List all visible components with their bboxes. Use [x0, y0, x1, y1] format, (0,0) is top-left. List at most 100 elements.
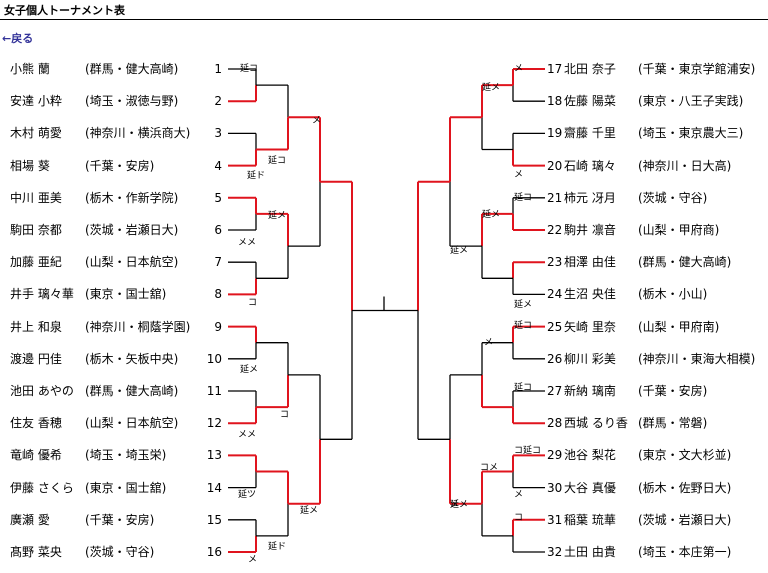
- player-team: (埼玉・東京農大三): [638, 126, 744, 141]
- player-name: 竜崎 優希: [10, 448, 62, 463]
- score-mark: コ延コ: [514, 446, 542, 456]
- player-name: 加藤 亜紀: [10, 255, 62, 270]
- player-number: 19: [547, 126, 563, 141]
- player-team: (茨城・岩瀬日大): [85, 223, 179, 237]
- score-mark: メ: [484, 338, 494, 348]
- player-team: (栃木・小山): [638, 287, 708, 302]
- player-name: 稲葉 琉華: [564, 512, 616, 527]
- score-mark: 延メ: [300, 506, 319, 516]
- player-name: 髙野 菜央: [10, 545, 62, 559]
- score-mark: メメ: [238, 238, 257, 248]
- player-team: (栃木・佐野日大): [638, 480, 732, 495]
- score-mark: 延ド: [247, 171, 266, 181]
- player-name: 中川 亜美: [10, 190, 62, 205]
- player-name: 渡邊 円佳: [10, 351, 62, 366]
- player-name: 池田 あやの: [10, 384, 74, 398]
- player-number: 9: [214, 319, 222, 334]
- player-name: 池谷 梨花: [564, 448, 616, 463]
- player-team: (群馬・健大高崎): [85, 384, 179, 398]
- player-name: 井手 璃々華: [10, 287, 74, 302]
- player-number: 5: [214, 190, 222, 205]
- player-number: 4: [214, 158, 222, 173]
- score-mark: 延ド: [268, 542, 287, 552]
- player-team: (千葉・安房): [638, 384, 708, 398]
- player-number: 30: [547, 480, 563, 495]
- player-team: (埼玉・埼玉栄): [85, 448, 167, 463]
- player-team: (東京・文大杉並): [638, 448, 732, 463]
- score-mark: メ: [450, 500, 460, 510]
- player-number: 28: [547, 416, 563, 431]
- player-name: 木村 萌愛: [10, 126, 62, 141]
- player-name: 駒田 奈都: [10, 223, 62, 237]
- player-name: 柿元 冴月: [564, 190, 616, 205]
- score-mark: 延メ: [482, 83, 501, 93]
- player-team: (千葉・安房): [85, 158, 155, 173]
- score-mark: メメ: [238, 430, 257, 440]
- player-name: 石崎 璃々: [564, 158, 616, 173]
- player-name: 大谷 真優: [564, 480, 616, 495]
- player-number: 31: [547, 512, 563, 527]
- score-mark: 延コ: [268, 156, 287, 166]
- score-mark: 延メ: [482, 210, 501, 220]
- player-name: 相澤 由佳: [564, 255, 616, 270]
- back-link[interactable]: ←戻る: [2, 32, 34, 45]
- score-mark: メ: [514, 490, 524, 500]
- page-title: 女子個人トーナメント表: [4, 4, 125, 17]
- player-name: 駒井 凛音: [564, 223, 616, 237]
- player-team: (山梨・日本航空): [85, 416, 179, 431]
- player-name: 西城 るり香: [564, 416, 628, 431]
- player-team: (神奈川・東海大相模): [638, 351, 756, 366]
- player-number: 32: [547, 545, 563, 559]
- player-number: 22: [547, 223, 563, 237]
- player-number: 21: [547, 190, 563, 205]
- player-team: (埼玉・本庄第一): [638, 545, 732, 559]
- player-number: 18: [547, 94, 563, 109]
- player-name: 齋藤 千里: [564, 126, 616, 141]
- score-mark: コメ: [480, 463, 499, 473]
- player-number: 13: [206, 448, 222, 463]
- player-number: 2: [214, 94, 222, 109]
- player-team: (東京・八王子実践): [638, 94, 744, 109]
- score-mark: 延コ: [514, 383, 533, 393]
- player-team: (東京・国士舘): [85, 480, 167, 495]
- player-name: 廣瀬 愛: [10, 512, 50, 527]
- score-mark: 延メ: [450, 246, 469, 256]
- player-number: 11: [206, 384, 222, 398]
- score-mark: 延ツ: [238, 490, 257, 500]
- player-number: 7: [214, 255, 222, 270]
- score-mark: 延コ: [514, 321, 533, 331]
- player-number: 27: [547, 384, 563, 398]
- player-team: (千葉・安房): [85, 512, 155, 527]
- player-name: 井上 和泉: [10, 319, 62, 334]
- player-number: 26: [547, 351, 563, 366]
- score-mark: コ: [514, 513, 524, 523]
- player-name: 安達 小粋: [10, 94, 62, 109]
- player-name: 生沼 央佳: [564, 287, 616, 302]
- score-mark: 延メ: [450, 500, 469, 510]
- player-name: 矢崎 里奈: [564, 319, 616, 334]
- player-team: (東京・国士舘): [85, 287, 167, 302]
- player-team: (群馬・常磐): [638, 416, 708, 431]
- player-team: (群馬・健大高崎): [638, 255, 732, 270]
- player-team: (山梨・甲府南): [638, 319, 720, 334]
- score-mark: メ: [514, 64, 524, 74]
- player-number: 14: [206, 480, 222, 495]
- player-number: 12: [206, 416, 222, 431]
- score-mark: 延メ: [240, 365, 259, 375]
- player-team: (山梨・日本航空): [85, 255, 179, 270]
- player-number: 16: [206, 545, 222, 559]
- player-name: 相場 葵: [10, 158, 50, 173]
- score-mark: メ: [248, 555, 258, 565]
- score-mark: 延コ: [514, 193, 533, 203]
- score-mark: コ: [248, 298, 258, 308]
- player-number: 10: [206, 351, 222, 366]
- player-number: 24: [547, 287, 563, 302]
- player-name: 北田 奈子: [564, 62, 616, 76]
- player-team: (埼玉・淑徳与野): [85, 94, 179, 109]
- player-team: (山梨・甲府商): [638, 223, 720, 237]
- score-mark: メ: [514, 170, 524, 180]
- player-number: 8: [214, 287, 222, 302]
- player-name: 小熊 蘭: [10, 62, 50, 76]
- score-mark: 延コ: [240, 64, 259, 74]
